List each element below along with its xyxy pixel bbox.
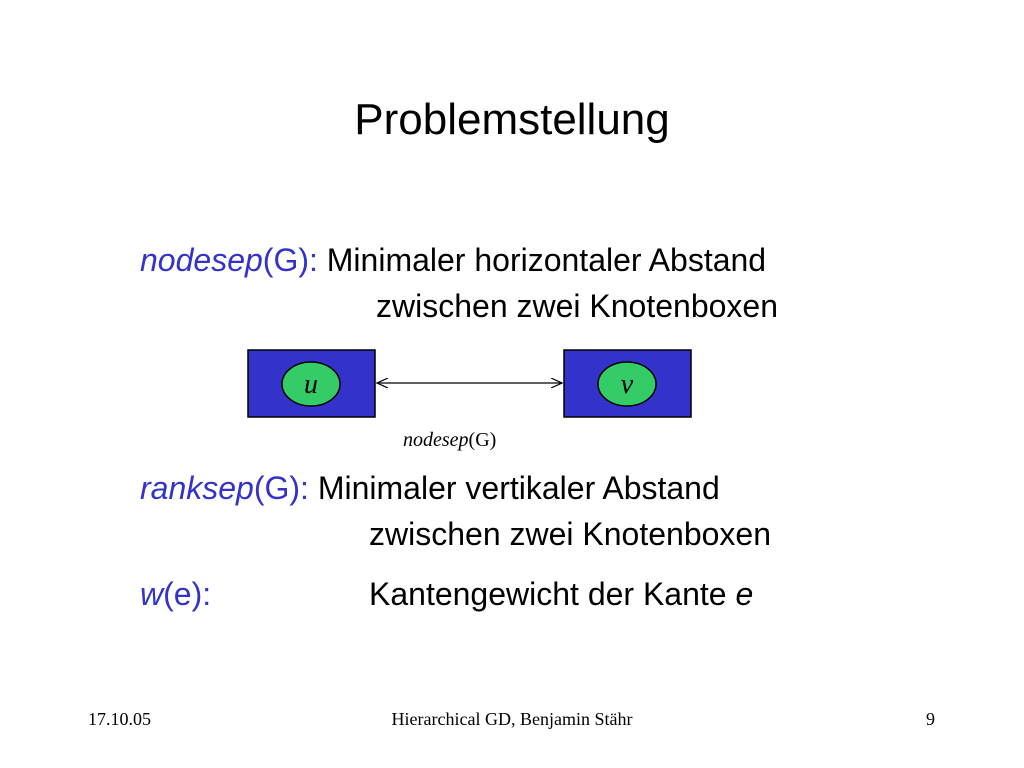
definition-text: Minimaler horizontaler Abstand (326, 242, 767, 278)
node-v (597, 361, 657, 407)
nodesep-diagram: u v (247, 349, 692, 418)
footer-date: 17.10.05 (88, 709, 151, 729)
term-arg: (G): (262, 242, 318, 278)
definition-ranksep-line1: ranksep(G): Minimaler vertikaler Abstand (140, 468, 720, 508)
diagram-caption: nodesep(G) (403, 428, 496, 452)
definition-term: nodesep(G): (140, 242, 318, 278)
term-arg: (e): (163, 576, 212, 612)
caption-arg: (G) (468, 429, 497, 451)
term-arg: (G): (253, 470, 309, 506)
node-u-label: u (304, 369, 318, 400)
term-name: nodesep (140, 242, 263, 278)
definition-italic-term: e (735, 576, 754, 612)
definition-nodesep-line1: nodesep(G): Minimaler horizontaler Absta… (140, 240, 766, 280)
caption-term: nodesep (403, 429, 469, 451)
definition-ranksep-line2: zwischen zwei Knotenboxen (369, 516, 772, 552)
term-name: w (140, 576, 164, 612)
definition-nodesep-line2: zwischen zwei Knotenboxen (376, 288, 779, 324)
footer-center: Hierarchical GD, Benjamin Stähr (391, 709, 633, 729)
slide-title: Problemstellung (354, 95, 670, 144)
definition-weight-text: Kantengewicht der Kante e (369, 574, 753, 614)
definition-text: Minimaler vertikaler Abstand (317, 470, 720, 506)
definition-term: ranksep(G): (140, 470, 309, 506)
node-v-label: v (621, 369, 634, 400)
term-name: ranksep (140, 470, 254, 506)
definition-term: w(e): (140, 576, 211, 612)
definition-text: Kantengewicht der Kante (369, 576, 727, 612)
node-u (281, 361, 341, 407)
footer-page-number: 9 (926, 709, 935, 729)
definition-weight-term: w(e): (140, 574, 211, 614)
